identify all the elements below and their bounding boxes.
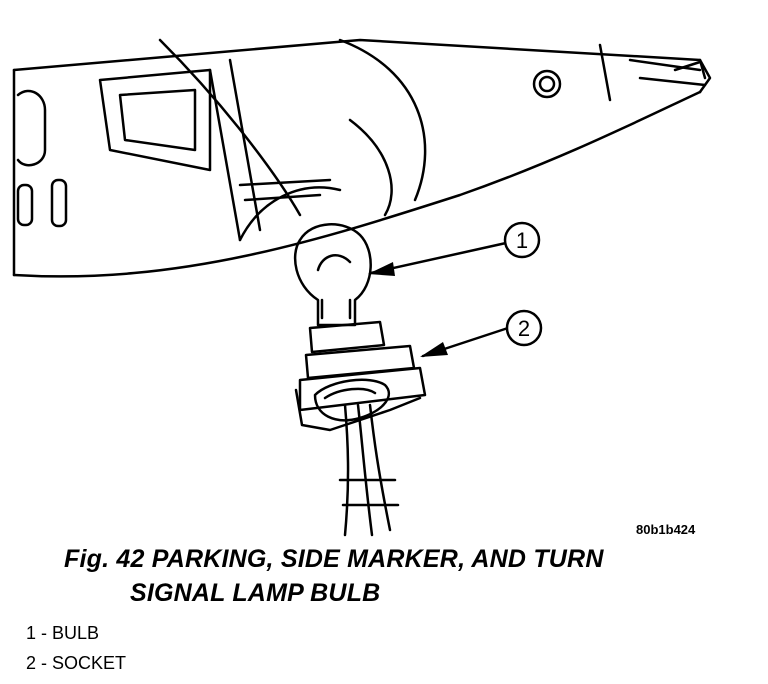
callout-2: 2 [505, 309, 543, 347]
legend-item-socket: 2 - SOCKET [26, 653, 127, 673]
callout-1-arrowhead [368, 262, 395, 276]
callout-2-arrowhead [420, 342, 448, 357]
callout-1: 1 [503, 221, 541, 259]
legend-item-bulb: 1 - BULB [26, 623, 100, 643]
callout-2-label: 2 [518, 316, 530, 341]
lamp-housing-illustration: 1 2 [12, 38, 712, 537]
figure-caption-line-1: Fig. 42 PARKING, SIDE MARKER, AND TURN [64, 545, 604, 573]
figure-caption-line-2: SIGNAL LAMP BULB [130, 579, 381, 607]
lamp-housing [12, 38, 712, 278]
wire-harness [338, 403, 400, 537]
bulb [293, 223, 372, 327]
figure-code: 80b1b424 [636, 522, 696, 537]
socket [294, 320, 427, 432]
callout-1-label: 1 [516, 228, 528, 253]
